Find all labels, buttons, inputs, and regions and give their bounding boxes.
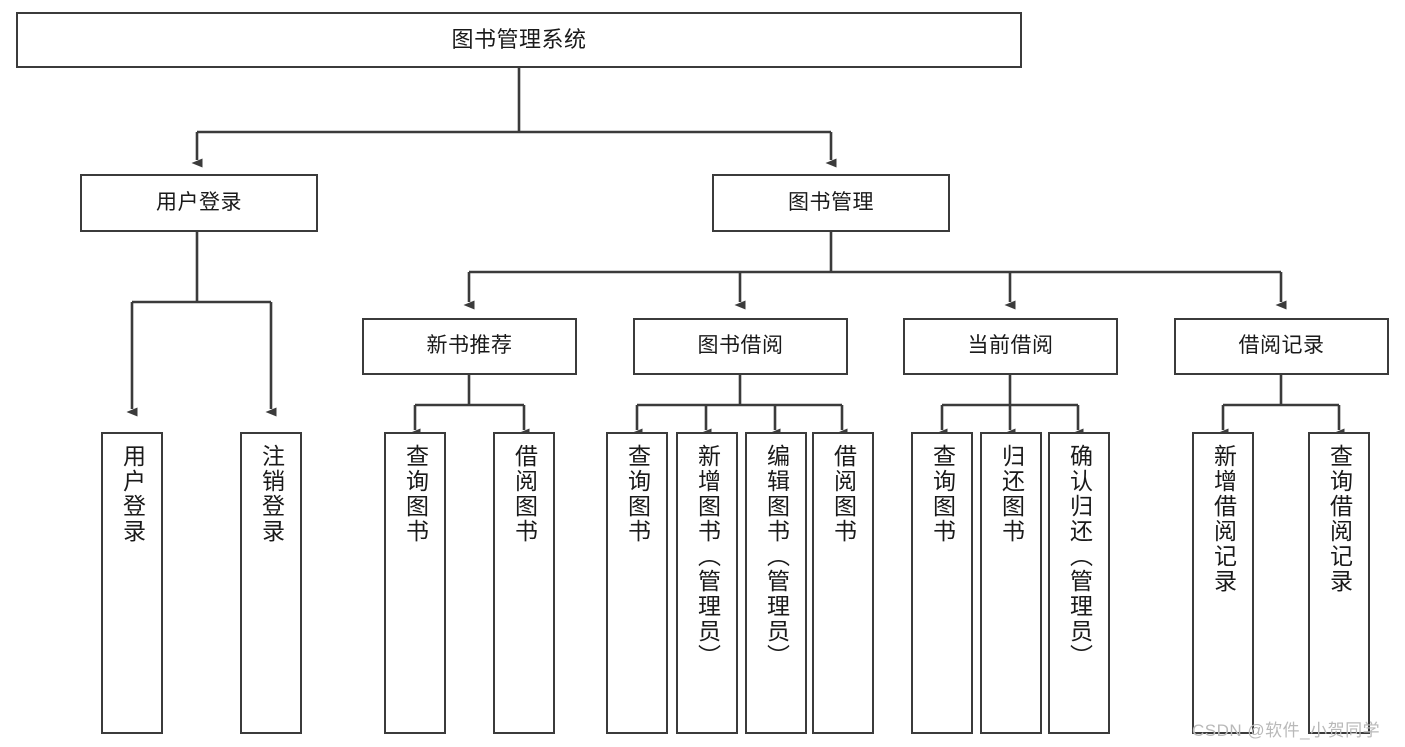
node-label: 编辑图书（管理员） bbox=[763, 444, 790, 669]
node-leaf-query-book-borrow[interactable]: 查询图书 bbox=[606, 432, 668, 734]
node-label: 查询图书 bbox=[624, 444, 651, 544]
node-label: 用户登录 bbox=[156, 190, 242, 214]
node-leaf-query-book-current[interactable]: 查询图书 bbox=[911, 432, 973, 734]
node-label: 用户登录 bbox=[119, 444, 146, 544]
node-label: 查询图书 bbox=[402, 444, 429, 544]
node-label: 借阅图书 bbox=[511, 444, 538, 544]
node-leaf-borrow-book[interactable]: 借阅图书 bbox=[812, 432, 874, 734]
node-leaf-query-book-recommend[interactable]: 查询图书 bbox=[384, 432, 446, 734]
node-label: 新书推荐 bbox=[426, 334, 513, 358]
node-book-management[interactable]: 图书管理 bbox=[712, 174, 950, 232]
node-book-borrow[interactable]: 图书借阅 bbox=[633, 318, 848, 375]
node-root-system[interactable]: 图书管理系统 bbox=[16, 12, 1022, 68]
node-leaf-return-book[interactable]: 归还图书 bbox=[980, 432, 1042, 734]
node-label: 借阅图书 bbox=[830, 444, 857, 544]
node-label: 图书借阅 bbox=[697, 334, 784, 358]
node-label: 注销登录 bbox=[258, 444, 285, 544]
node-label: 归还图书 bbox=[998, 444, 1025, 544]
node-leaf-query-borrow-record[interactable]: 查询借阅记录 bbox=[1308, 432, 1370, 734]
node-label: 查询图书 bbox=[929, 444, 956, 544]
node-label: 当前借阅 bbox=[967, 334, 1054, 358]
node-label: 图书管理系统 bbox=[451, 27, 587, 53]
node-current-borrow[interactable]: 当前借阅 bbox=[903, 318, 1118, 375]
node-user-login[interactable]: 用户登录 bbox=[80, 174, 318, 232]
node-leaf-confirm-return-admin[interactable]: 确认归还（管理员） bbox=[1048, 432, 1110, 734]
node-leaf-logout[interactable]: 注销登录 bbox=[240, 432, 302, 734]
node-leaf-edit-book-admin[interactable]: 编辑图书（管理员） bbox=[745, 432, 807, 734]
node-label: 新增图书（管理员） bbox=[694, 444, 721, 669]
node-leaf-user-login[interactable]: 用户登录 bbox=[101, 432, 163, 734]
node-leaf-add-book-admin[interactable]: 新增图书（管理员） bbox=[676, 432, 738, 734]
node-leaf-borrow-book-recommend[interactable]: 借阅图书 bbox=[493, 432, 555, 734]
node-label: 图书管理 bbox=[788, 190, 874, 214]
node-new-book-recommend[interactable]: 新书推荐 bbox=[362, 318, 577, 375]
node-borrow-record[interactable]: 借阅记录 bbox=[1174, 318, 1389, 375]
csdn-watermark: CSDN @软件_小贺同学 bbox=[1192, 721, 1381, 740]
node-label: 查询借阅记录 bbox=[1326, 444, 1353, 594]
node-label: 借阅记录 bbox=[1238, 334, 1325, 358]
node-label: 新增借阅记录 bbox=[1210, 444, 1237, 594]
node-label: 确认归还（管理员） bbox=[1066, 444, 1093, 669]
node-leaf-add-borrow-record[interactable]: 新增借阅记录 bbox=[1192, 432, 1254, 734]
